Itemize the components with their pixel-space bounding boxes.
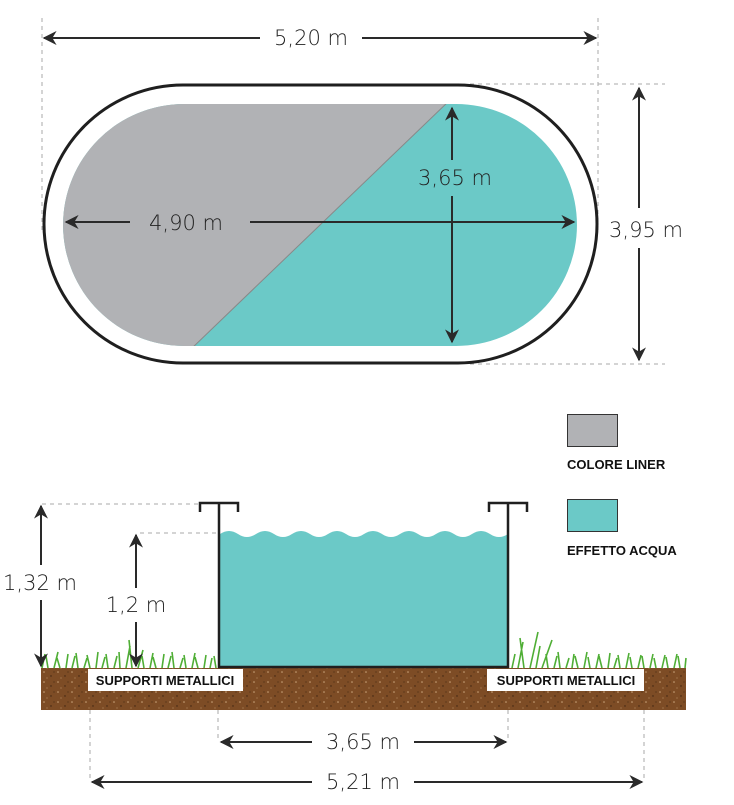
side-inner-width-label: 3,65 m — [326, 730, 400, 754]
legend-label-water: EFFETTO ACQUA — [567, 543, 677, 558]
legend-swatch-liner — [567, 414, 618, 447]
pool-water — [220, 531, 508, 667]
overall-length-label: 5,20 m — [274, 26, 348, 50]
side-view: SUPPORTI METALLICI SUPPORTI METALLICI 1,… — [3, 501, 687, 794]
legend-label-liner: COLORE LINER — [567, 457, 666, 472]
inner-length-label: 4,90 m — [149, 211, 223, 235]
overall-width-label: 3,95 m — [609, 218, 683, 242]
side-overall-width-label: 5,21 m — [326, 770, 400, 794]
legend-swatch-water — [567, 499, 618, 532]
inner-width-label: 3,65 m — [418, 166, 492, 190]
total-height-label: 1,32 m — [3, 571, 77, 595]
pool-walls — [198, 501, 529, 669]
pool-inner-area — [63, 104, 577, 346]
top-view: 5,20 m 4,90 m 3,65 m 3,95 m — [41, 18, 683, 365]
support-label-right: SUPPORTI METALLICI — [497, 673, 635, 688]
support-label-left: SUPPORTI METALLICI — [96, 673, 234, 688]
water-height-label: 1,2 m — [106, 593, 167, 617]
